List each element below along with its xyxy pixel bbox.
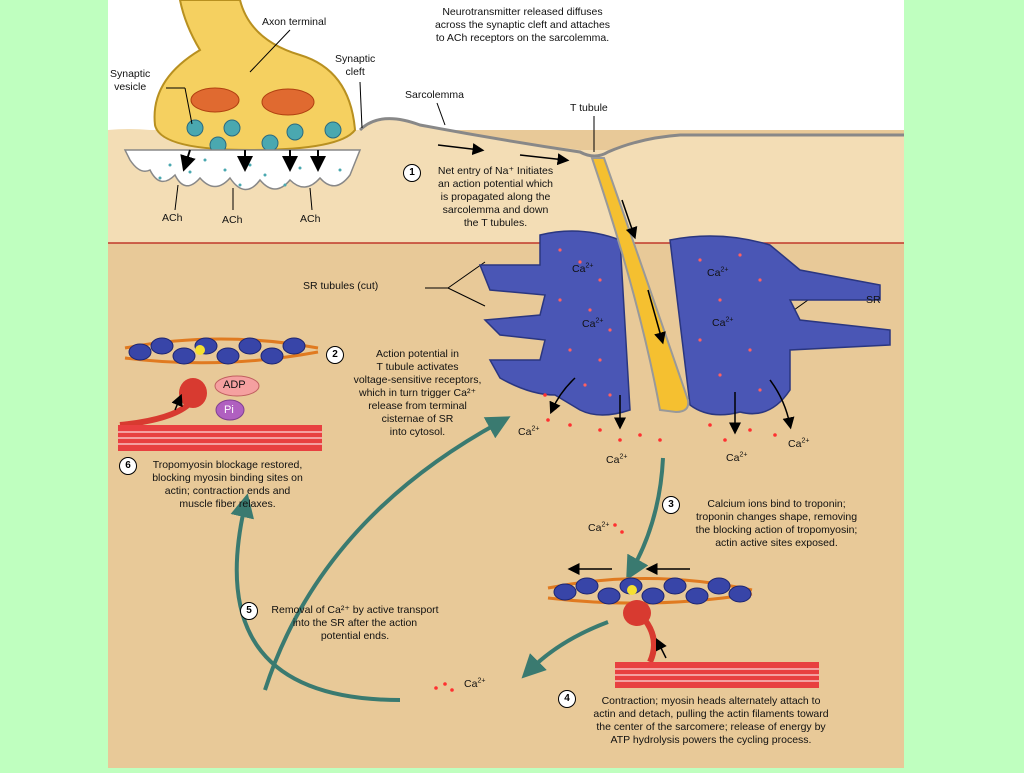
ca-label-sr-right-mid: Ca2+ bbox=[712, 316, 734, 330]
step-4-number: 4 bbox=[558, 690, 576, 708]
ach-release-arrows bbox=[180, 149, 326, 172]
myosin-recock-arrow bbox=[171, 393, 183, 411]
myosin-head-active bbox=[623, 600, 657, 664]
step-6-text: Tropomyosin blockage restored, blocking … bbox=[152, 459, 303, 510]
ca-label-release-far-right: Ca2+ bbox=[788, 437, 810, 451]
step-1-text: Net entry of Na⁺ Initiates an action pot… bbox=[437, 165, 554, 229]
ach-label-2: ACh bbox=[222, 214, 243, 226]
ca-label-release-left: Ca2+ bbox=[518, 425, 540, 439]
step-2-number: 2 bbox=[326, 346, 344, 364]
propagation-arrows bbox=[437, 143, 570, 166]
sarcolemma-membrane bbox=[358, 117, 904, 158]
sr-tubules-cut-label: SR tubules (cut) bbox=[303, 280, 379, 292]
ca-label-troponin: Ca2+ bbox=[588, 521, 610, 535]
released-calcium-dots bbox=[434, 393, 792, 692]
pi-molecule bbox=[215, 399, 245, 421]
pi-label: Pi bbox=[224, 404, 234, 416]
mitochondria bbox=[190, 87, 315, 116]
ca-label-sr-left-top: Ca2+ bbox=[572, 262, 594, 276]
t-tubule bbox=[590, 157, 690, 414]
ca-label-sr-left-mid: Ca2+ bbox=[582, 317, 604, 331]
neurotransmitter-note: Neurotransmitter released diffuses acros… bbox=[434, 6, 611, 44]
synaptic-cleft-label: Synaptic cleft bbox=[335, 53, 376, 78]
t-tubule-label: T tubule bbox=[570, 102, 608, 114]
step-4-text: Contraction; myosin heads alternately at… bbox=[593, 695, 829, 746]
actin-filament-top bbox=[124, 337, 319, 365]
adp-molecule bbox=[214, 375, 260, 397]
step-3-text: Calcium ions bind to troponin; troponin … bbox=[695, 498, 858, 549]
ach-label-1: ACh bbox=[162, 212, 183, 224]
step-6-number: 6 bbox=[119, 457, 137, 475]
step-5-number: 5 bbox=[240, 602, 258, 620]
ca-label-removal: Ca2+ bbox=[464, 677, 486, 691]
myosin-head-resting bbox=[119, 378, 207, 428]
release-arrows bbox=[549, 377, 795, 435]
synaptic-vesicles bbox=[186, 119, 342, 154]
synaptic-vesicle-label: Synaptic vesicle bbox=[110, 68, 151, 93]
adp-label: ADP bbox=[223, 379, 246, 391]
sr-label: SR bbox=[866, 294, 881, 306]
thick-filament-left bbox=[118, 425, 322, 451]
t-tubule-arrows bbox=[621, 199, 666, 345]
sr-left bbox=[478, 230, 631, 416]
ach-label-3: ACh bbox=[300, 213, 321, 225]
step-5-text: Removal of Ca²⁺ by active transport into… bbox=[271, 604, 439, 642]
ca-label-release-mid: Ca2+ bbox=[606, 453, 628, 467]
step-1-number: 1 bbox=[403, 164, 421, 182]
sarcolemma-label: Sarcolemma bbox=[405, 89, 464, 101]
axon-terminal-label: Axon terminal bbox=[262, 16, 327, 28]
ca-label-sr-right-top: Ca2+ bbox=[707, 266, 729, 280]
ca-label-release-right: Ca2+ bbox=[726, 451, 748, 465]
thick-filament-right bbox=[615, 662, 819, 688]
cycle-arrows bbox=[230, 416, 665, 702]
step-2-text: Action potential in T tubule activates v… bbox=[353, 348, 482, 438]
actin-filament-bottom bbox=[547, 576, 753, 605]
sr-right bbox=[669, 235, 891, 416]
power-stroke-arrow bbox=[655, 637, 667, 659]
step-3-number: 3 bbox=[662, 496, 680, 514]
sr-calcium-dots bbox=[558, 248, 762, 397]
